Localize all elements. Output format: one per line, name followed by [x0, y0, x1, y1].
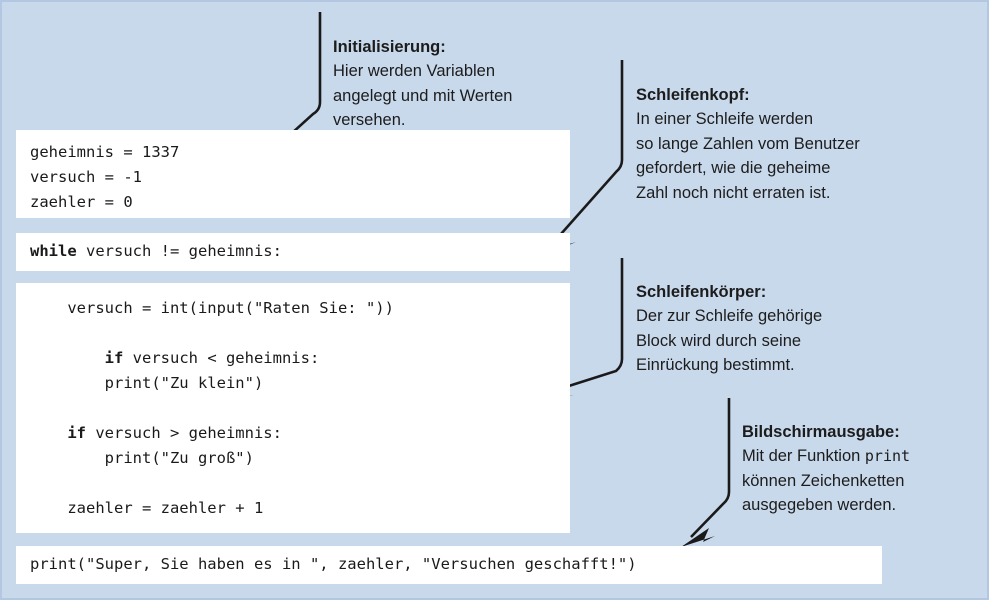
annotation-heading-initialisierung: Initialisierung: — [333, 37, 446, 56]
code-text-if-2-rest: versuch > geheimnis: — [86, 424, 282, 442]
code-text-while-rest: versuch != geheimnis: — [76, 242, 282, 260]
code-text-if-1-rest: versuch < geheimnis: — [123, 349, 320, 367]
code-block-initialisierung: geheimnis = 1337 versuch = -1 zaehler = … — [16, 130, 570, 218]
connector-initialisierung — [269, 12, 322, 154]
annotation-body-bildschirmausgabe-mono: print — [864, 447, 911, 465]
connector-schleifenkoerper — [552, 258, 624, 393]
annotation-heading-schleifenkoerper: Schleifenkörper: — [636, 282, 767, 301]
annotation-bildschirmausgabe: Bildschirmausgabe: Mit der Funktion print… — [742, 395, 987, 518]
code-block-schleifenkopf: while versuch != geheimnis: — [16, 233, 570, 271]
code-line-input: versuch = int(input("Raten Sie: ")) — [30, 299, 394, 317]
annotation-initialisierung: Initialisierung: Hier werden Variablen an… — [333, 10, 603, 133]
connector-bildschirmausgabe — [690, 398, 731, 538]
code-line-print-gross: print("Zu groß") — [30, 449, 254, 467]
annotation-schleifenkoerper: Schleifenkörper: Der zur Schleife gehörig… — [636, 255, 966, 378]
annotation-body-bildschirmausgabe-before: Mit der Funktion — [742, 447, 865, 465]
annotation-body-schleifenkoerper: Der zur Schleife gehörige Block wird dur… — [636, 307, 823, 374]
annotation-heading-schleifenkopf: Schleifenkopf: — [636, 85, 750, 104]
annotation-body-initialisierung: Hier werden Variablen angelegt und mit W… — [333, 62, 513, 129]
code-block-bildschirmausgabe: print("Super, Sie haben es in ", zaehler… — [16, 546, 882, 584]
code-block-schleifenkoerper: versuch = int(input("Raten Sie: ")) if v… — [16, 283, 570, 533]
annotation-body-bildschirmausgabe-after: können Zeichenketten ausgegeben werden. — [742, 471, 905, 515]
code-text-initialisierung: geheimnis = 1337 versuch = -1 zaehler = … — [30, 143, 180, 211]
annotation-body-schleifenkopf: In einer Schleife werden so lange Zahlen… — [636, 110, 860, 202]
arrowhead-bildschirmausgabe — [681, 528, 715, 547]
code-keyword-if-1: if — [104, 349, 124, 367]
annotation-schleifenkopf: Schleifenkopf: In einer Schleife werden s… — [636, 58, 986, 205]
connector-schleifenkopf — [552, 60, 624, 244]
code-keyword-while: while — [30, 242, 77, 260]
code-line-print-klein: print("Zu klein") — [30, 374, 264, 392]
code-line-counter: zaehler = zaehler + 1 — [30, 499, 264, 517]
annotation-heading-bildschirmausgabe: Bildschirmausgabe: — [742, 422, 900, 441]
code-keyword-if-2: if — [67, 424, 86, 442]
code-text-final-print: print("Super, Sie haben es in ", zaehler… — [30, 555, 637, 573]
